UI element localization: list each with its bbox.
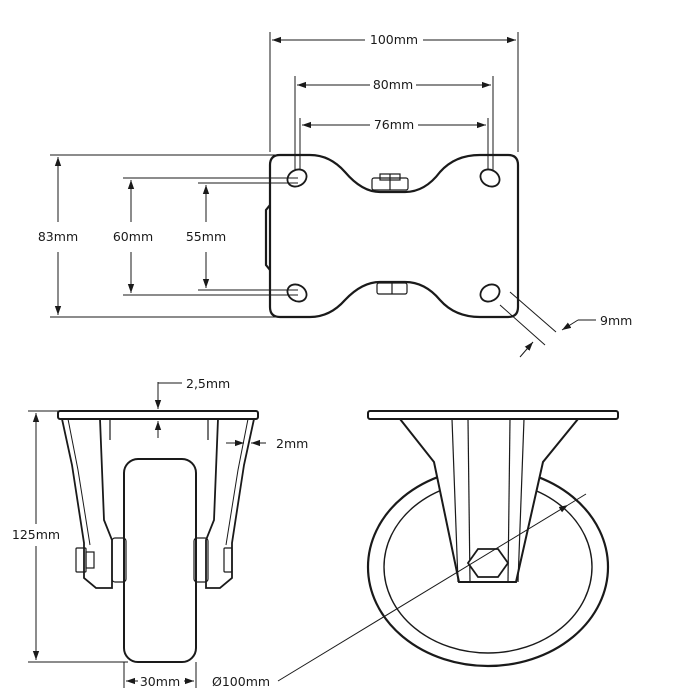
label-width-100: 100mm <box>370 32 418 47</box>
front-hub-left <box>111 537 127 583</box>
side-view-dimensions <box>277 493 587 682</box>
front-view-dimensions <box>28 382 266 688</box>
label-width-80: 80mm <box>373 77 413 92</box>
dimension-labels: 100mm 80mm 76mm 83mm 60mm 55mm 9mm 2,5mm… <box>12 32 632 689</box>
label-diameter-100: Ø100mm <box>212 674 270 689</box>
top-nut <box>371 173 409 191</box>
label-height-125: 125mm <box>12 527 60 542</box>
top-view-dimensions <box>50 32 596 358</box>
front-axle-bolt-right <box>223 547 233 573</box>
side-axle-nut <box>466 548 510 578</box>
front-hub-right <box>193 537 209 583</box>
label-wheel-width-30: 30mm <box>140 674 180 689</box>
label-width-76: 76mm <box>374 117 414 132</box>
front-wheel <box>123 458 197 663</box>
front-view <box>57 410 259 663</box>
side-top-plate <box>367 410 619 420</box>
mounting-hole-bottom-left <box>286 283 308 303</box>
plate-outline <box>268 153 520 319</box>
label-gap-2: 2mm <box>276 436 308 451</box>
label-plate-2-5: 2,5mm <box>186 376 230 391</box>
side-view <box>366 410 619 668</box>
label-height-55: 55mm <box>186 229 226 244</box>
plate-edge <box>264 204 271 271</box>
front-top-plate <box>57 410 259 420</box>
front-fork-right <box>205 418 255 589</box>
label-height-60: 60mm <box>113 229 153 244</box>
mounting-hole-top-right <box>479 168 501 188</box>
mounting-hole-bottom-right <box>479 283 501 303</box>
front-fork-left <box>61 418 113 589</box>
label-height-83: 83mm <box>38 229 78 244</box>
top-view-plate <box>264 153 520 319</box>
bottom-nut <box>376 282 408 295</box>
label-hole-9: 9mm <box>600 313 632 328</box>
